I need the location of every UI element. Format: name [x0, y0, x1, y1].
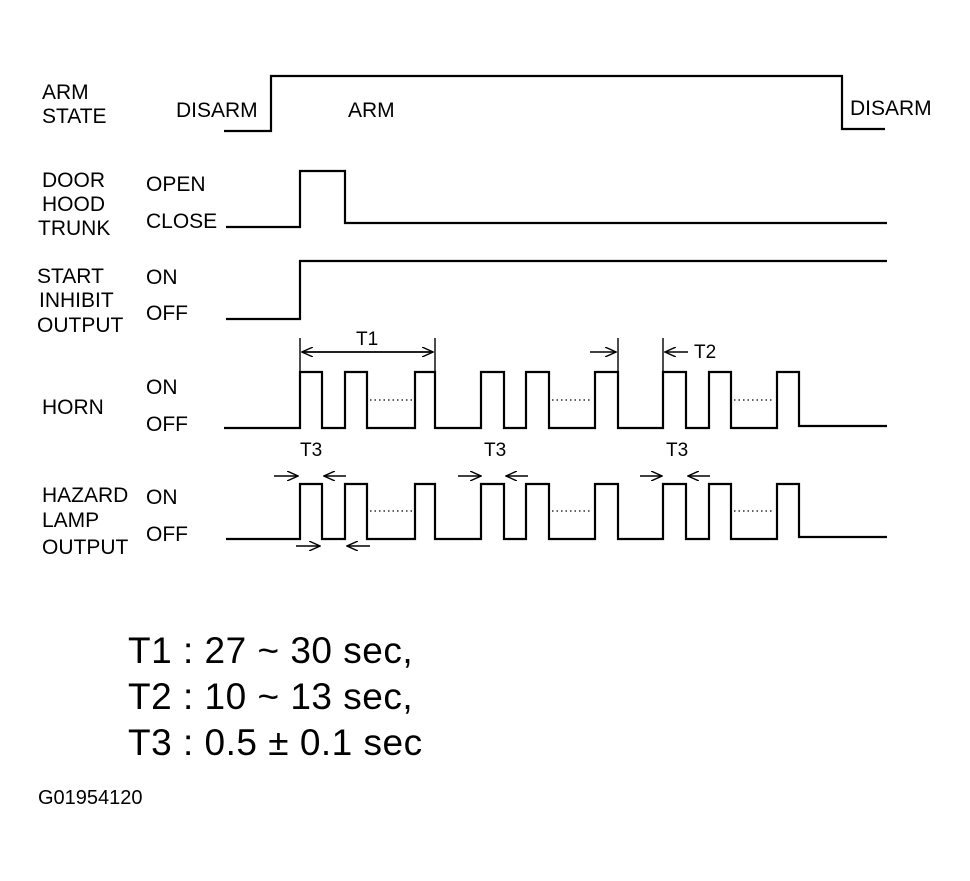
horn-name: HORN	[42, 396, 104, 419]
horn-waveform	[224, 370, 887, 430]
hazard-name-1: HAZARD	[42, 484, 128, 507]
arm-state-disarm-left: DISARM	[176, 99, 258, 122]
legend-t1: T1 : 27 ~ 30 sec,	[128, 630, 414, 671]
start-inhibit-off-label: OFF	[146, 302, 188, 325]
door-name-2: HOOD	[42, 193, 105, 216]
arm-state-name-2: STATE	[42, 105, 107, 128]
horn-off-label: OFF	[146, 413, 188, 436]
t1-label: T1	[356, 329, 378, 350]
arm-state-arm: ARM	[348, 99, 395, 122]
door-close-label: CLOSE	[146, 210, 217, 233]
start-inhibit-waveform	[226, 259, 887, 321]
start-inhibit-name-3: OUTPUT	[37, 314, 124, 337]
figure-code: G01954120	[38, 787, 143, 809]
start-inhibit-on-label: ON	[146, 266, 178, 289]
hazard-waveform	[226, 482, 887, 541]
legend-t3: T3 : 0.5 ± 0.1 sec	[128, 722, 423, 763]
hazard-name-3: OUTPUT	[42, 536, 129, 559]
arm-state-disarm-right: DISARM	[850, 97, 932, 120]
start-inhibit-name-1: START	[37, 265, 104, 288]
t2-label: T2	[694, 342, 716, 363]
arm-state-name-1: ARM	[42, 81, 89, 104]
timing-legend: T1 : 27 ~ 30 sec, T2 : 10 ~ 13 sec, T3 :…	[128, 628, 423, 766]
horn-on-label: ON	[146, 376, 178, 399]
hazard-name-2: LAMP	[42, 509, 99, 532]
t3-label-3: T3	[666, 440, 688, 461]
door-name-3: TRUNK	[38, 217, 110, 240]
t3-label-2: T3	[484, 440, 506, 461]
door-name-1: DOOR	[42, 169, 105, 192]
hazard-off-label: OFF	[146, 523, 188, 546]
t3-label-1: T3	[300, 440, 322, 461]
door-open-label: OPEN	[146, 173, 206, 196]
start-inhibit-name-2: INHIBIT	[39, 289, 114, 312]
arm-state-waveform	[224, 74, 885, 133]
hazard-on-label: ON	[146, 486, 178, 509]
legend-t2: T2 : 10 ~ 13 sec,	[128, 676, 414, 717]
door-waveform	[226, 169, 887, 229]
